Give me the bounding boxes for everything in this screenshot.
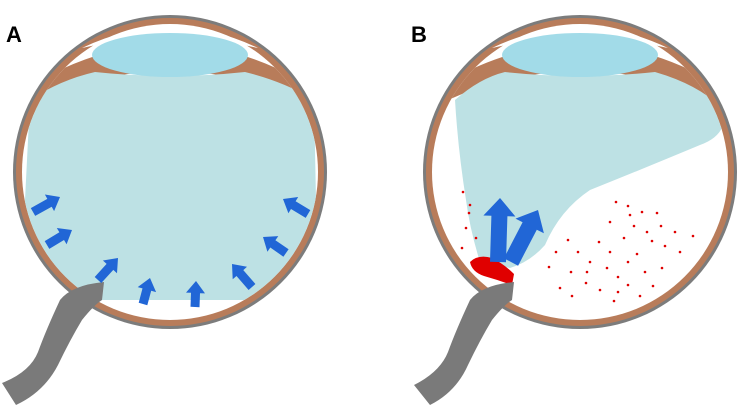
blood-dot-32 [598, 288, 602, 292]
blood-dot-43 [659, 224, 663, 228]
blood-dot-5 [474, 236, 478, 240]
blood-dot-4 [460, 246, 464, 250]
blood-dot-24 [643, 270, 647, 274]
blood-dot-6 [468, 203, 472, 207]
blood-dot-41 [585, 270, 589, 274]
blood-dot-39 [626, 260, 630, 264]
blood-dot-17 [635, 252, 639, 256]
pressure-arrow-3 [94, 258, 118, 283]
blood-dot-37 [651, 284, 655, 288]
blood-dot-22 [616, 275, 620, 279]
panel-b: B [411, 15, 737, 405]
panel-b-blood-dots [460, 190, 695, 303]
blood-dot-15 [650, 239, 654, 243]
pressure-arrow-8 [283, 197, 311, 218]
pressure-arrow-5 [186, 281, 205, 308]
blood-dot-10 [655, 211, 659, 215]
panel-b-label: B [411, 22, 427, 47]
panel-a-optic-nerve [2, 282, 104, 405]
blood-dot-13 [608, 220, 612, 224]
pressure-arrow-1 [30, 194, 60, 216]
panel-b-hemorrhage [470, 256, 514, 285]
blood-dot-3 [464, 226, 468, 230]
blood-dot-7 [614, 200, 618, 204]
pressure-arrow-7 [263, 236, 289, 257]
blood-dot-45 [616, 290, 620, 294]
blood-dot-28 [554, 250, 558, 254]
panel-b-eyeball [414, 15, 737, 405]
blood-dot-16 [663, 244, 667, 248]
panel-a: A [2, 15, 327, 405]
blood-dot-33 [612, 299, 616, 303]
panel-a-eyeball [2, 15, 327, 405]
blood-dot-40 [608, 250, 612, 254]
blood-dot-9 [640, 210, 644, 214]
blood-dot-18 [678, 250, 682, 254]
blood-dot-2 [467, 211, 471, 215]
panel-b-optic-nerve [414, 282, 514, 405]
panel-a-label: A [6, 22, 22, 47]
blood-dot-14 [622, 236, 626, 240]
panel-b-lens [502, 33, 658, 77]
panel-a-lens [92, 33, 248, 77]
blood-dot-26 [576, 250, 580, 254]
blood-dot-1 [461, 190, 465, 194]
blood-dot-12 [645, 230, 649, 234]
panel-a-vitreous [22, 72, 318, 300]
blood-dot-11 [632, 224, 636, 228]
traction-arrow-1 [483, 198, 516, 263]
blood-dot-42 [628, 213, 632, 217]
blood-dot-25 [660, 266, 664, 270]
pressure-arrow-2 [44, 228, 72, 249]
blood-dot-31 [584, 281, 588, 285]
blood-dot-19 [597, 240, 601, 244]
pressure-arrow-4 [137, 278, 157, 306]
panel-b-traction-arrows [483, 198, 544, 266]
traction-arrow-2 [503, 210, 544, 266]
pressure-arrow-6 [232, 264, 256, 290]
blood-dot-21 [605, 266, 609, 270]
blood-dot-8 [626, 204, 630, 208]
blood-dot-44 [570, 294, 574, 298]
blood-dot-30 [569, 270, 573, 274]
blood-dot-38 [638, 294, 642, 298]
panel-a-pressure-arrows [30, 194, 311, 308]
blood-dot-27 [566, 238, 570, 242]
blood-dot-29 [547, 265, 551, 269]
blood-dot-36 [673, 230, 677, 234]
blood-dot-34 [558, 286, 562, 290]
blood-dot-20 [588, 260, 592, 264]
blood-dot-35 [691, 234, 695, 238]
blood-dot-23 [626, 283, 630, 287]
